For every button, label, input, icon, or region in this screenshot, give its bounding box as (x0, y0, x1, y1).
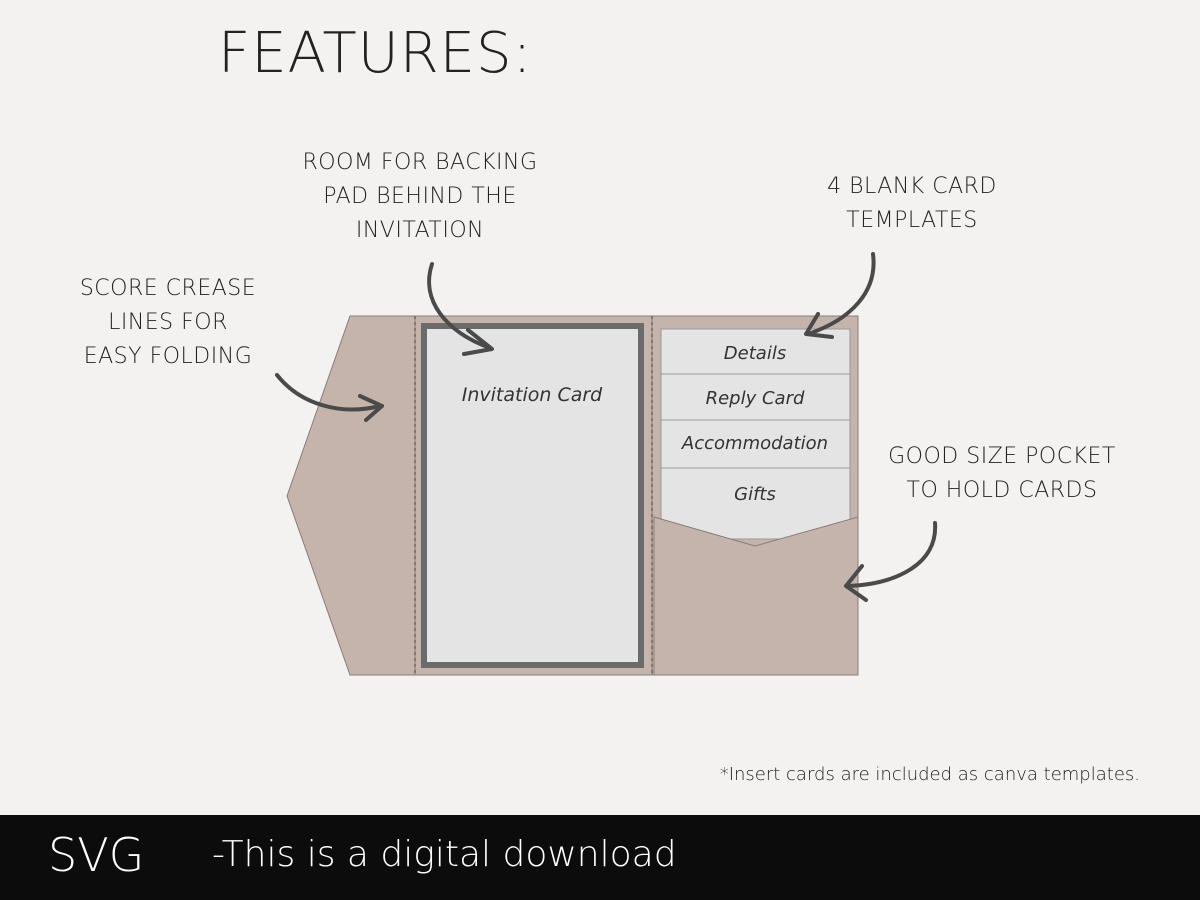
callout-line: ROOM FOR BACKING (302, 150, 538, 175)
insert-card-label: Details (724, 343, 786, 364)
callout-line: TO HOLD CARDS (906, 478, 1098, 503)
callout-score-crease: SCORE CREASE LINES FOR EASY FOLDING (48, 272, 288, 374)
callout-line: PAD BEHIND THE (323, 184, 517, 209)
left-flap (286, 315, 416, 676)
page-title: FEATURES: (218, 21, 533, 86)
insert-card-accommodation (660, 419, 851, 469)
callout-line: INVITATION (355, 218, 485, 243)
callout-line: LINES FOR (108, 310, 228, 335)
arrow-score-crease (275, 373, 384, 422)
insert-card-reply (660, 373, 851, 421)
pocket-fold-diagram: Invitation Card Details Reply Card Accom… (275, 252, 938, 676)
arrow-blank-cards (804, 252, 876, 339)
invitation-card (421, 323, 644, 668)
insert-card-label: Gifts (734, 484, 776, 505)
callout-line: 4 BLANK CARD (827, 174, 997, 199)
callout-pocket: GOOD SIZE POCKET TO HOLD CARDS (862, 440, 1142, 508)
callout-line: EASY FOLDING (83, 344, 253, 369)
arrow-pocket (844, 521, 938, 602)
insert-card-label: Accommodation (681, 433, 828, 454)
footnote: *Insert cards are included as canva temp… (719, 764, 1140, 785)
callout-line: SCORE CREASE (79, 276, 257, 301)
tagline: -This is a digital download (212, 834, 677, 875)
footer-bar: SVG -This is a digital download (0, 815, 1200, 900)
insert-card-label: Reply Card (706, 388, 805, 409)
format-label: SVG (48, 828, 145, 882)
arrow-backing-pad (427, 262, 494, 356)
callout-line: TEMPLATES (846, 208, 978, 233)
callout-backing-pad: ROOM FOR BACKING PAD BEHIND THE INVITATI… (270, 146, 570, 248)
callout-line: GOOD SIZE POCKET (888, 444, 1116, 469)
invitation-card-label: Invitation Card (462, 384, 603, 406)
callout-blank-cards: 4 BLANK CARD TEMPLATES (772, 170, 1052, 238)
insert-card-gifts (660, 466, 851, 540)
